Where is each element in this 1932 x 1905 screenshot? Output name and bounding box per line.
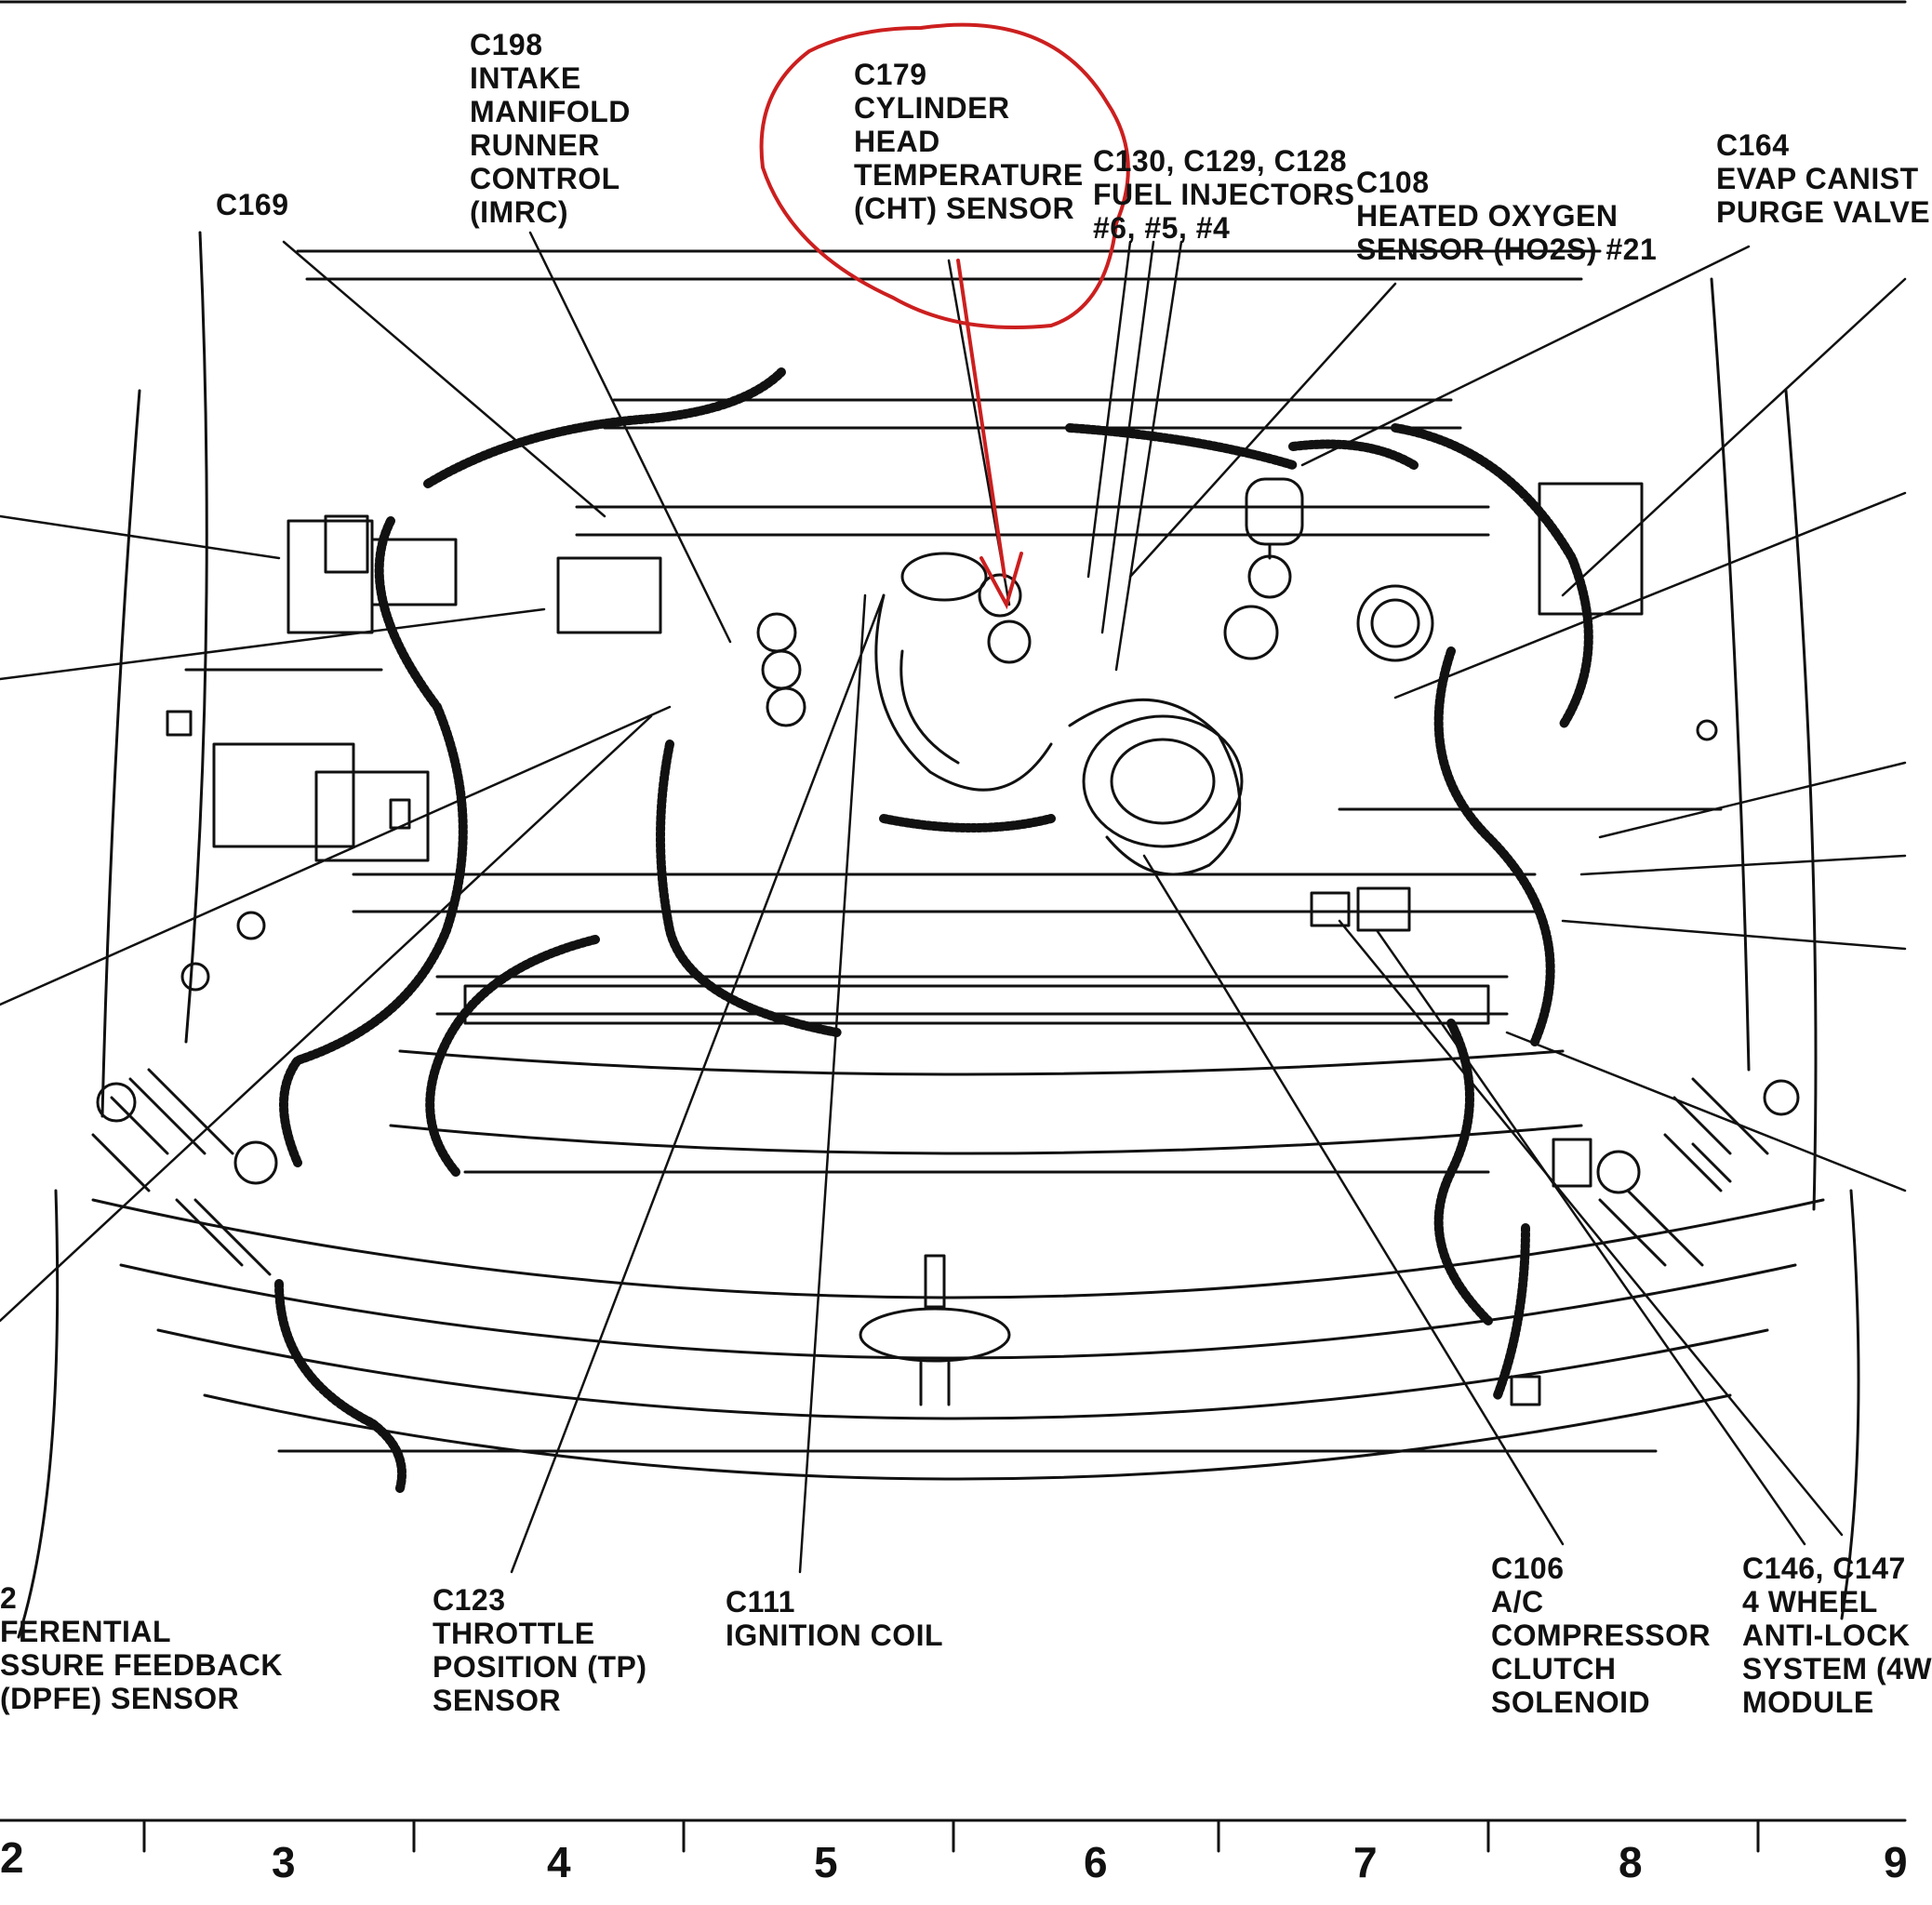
leader-c169 [282,240,606,518]
headlamp-hatch-right [1596,1077,1800,1267]
leader-right-1 [1561,277,1907,597]
label-c146-line: MODULE [1742,1685,1874,1719]
label-c169: C169 [216,188,289,221]
leader-right-5 [1561,919,1907,951]
highlight-circle [759,22,1130,329]
label-c108-line: HEATED OXYGEN [1356,199,1619,233]
label-dpfe-line: 2 [0,1581,18,1615]
leader-c198 [528,231,732,644]
grid-number: 4 [547,1838,571,1886]
label-c146-line: SYSTEM (4W [1742,1652,1932,1685]
label-c130-line: #6, #5, #4 [1093,211,1231,245]
intake-assembly [756,477,1434,876]
leader-c123 [510,593,886,1574]
body-outline [17,231,1860,1639]
leader-left-3 [0,705,672,1006]
left-components [166,514,662,992]
label-c123-line: C123 [433,1583,506,1617]
label-c108-line: C108 [1356,166,1430,199]
label-c179-line: (CHT) SENSOR [854,192,1075,225]
grid-number: 9 [1884,1838,1908,1886]
label-c123-line: POSITION (TP) [433,1650,647,1684]
hood-latch [859,1307,1011,1363]
label-c123: C123 THROTTLE POSITION (TP) SENSOR [433,1583,647,1717]
label-c106-line: COMPRESSOR [1491,1619,1712,1652]
leader-c130-a [1086,240,1132,579]
highlight-arrow-shaft [956,259,1006,579]
label-c198-line: MANIFOLD [470,95,631,128]
headlamp-hatch-left [91,1068,278,1276]
leader-right-3 [1598,761,1907,839]
label-c106-line: C106 [1491,1552,1565,1585]
cht-highlight [759,22,1130,610]
label-c198: C198 INTAKE MANIFOLD RUNNER CONTROL (IMR… [470,28,631,229]
leader-right-2 [1393,491,1907,699]
label-c198-line: C198 [470,28,543,61]
label-c106-line: CLUTCH [1491,1652,1617,1685]
label-c179-line: HEAD [854,125,940,158]
label-c130: C130, C129, C128 FUEL INJECTORS #6, #5, … [1093,144,1354,245]
grid-number: 5 [814,1838,838,1886]
label-c106-line: SOLENOID [1491,1685,1651,1719]
label-c198-line: CONTROL [470,162,620,195]
label-c164-line: C164 [1716,128,1790,162]
leader-c106 [1142,854,1565,1546]
label-c130-line: C130, C129, C128 [1093,144,1348,178]
label-c106: C106 A/C COMPRESSOR CLUTCH SOLENOID [1491,1552,1711,1719]
label-c198-line: INTAKE [470,61,581,95]
leader-right-6 [1505,1031,1907,1192]
grid-number: 7 [1353,1838,1378,1886]
label-c111: C111 IGNITION COIL [726,1585,943,1652]
label-c146: C146, C147 4 WHEEL ANTI-LOCK SYSTEM (4W … [1742,1552,1932,1719]
label-dpfe-line: SSURE FEEDBACK [0,1648,283,1682]
label-c108-line: SENSOR (HO2S) #21 [1356,233,1658,266]
radiator-support [352,873,1583,1174]
label-c123-line: THROTTLE [433,1617,595,1650]
label-c111-line: IGNITION COIL [726,1619,944,1652]
grid-number: 3 [272,1838,296,1886]
ruler-ticks [142,1818,1760,1853]
label-c198-line: RUNNER [470,128,600,162]
leader-c130-b [1100,240,1155,634]
label-c130-line: FUEL INJECTORS [1093,178,1355,211]
label-c146-line: C146, C147 [1742,1552,1906,1585]
label-c198-line: (IMRC) [470,195,569,229]
label-dpfe-line: FERENTIAL [0,1615,172,1648]
leader-lines [0,231,1907,1574]
label-c164-line: EVAP CANIST [1716,162,1919,195]
leader-c130-c [1114,240,1183,672]
leader-c108 [1128,282,1397,579]
label-c179: C179 CYLINDER HEAD TEMPERATURE (CHT) SEN… [854,58,1084,225]
leader-c164 [1300,245,1751,467]
leader-c146-b [1338,919,1844,1537]
wiring-harness [274,367,1593,1493]
label-c123-line: SENSOR [433,1684,562,1717]
leader-left-1 [0,514,281,560]
label-c146-line: 4 WHEEL [1742,1585,1878,1619]
label-c111-line: C111 [726,1585,795,1619]
label-dpfe-line: (DPFE) SENSOR [0,1682,240,1715]
label-c179-line: CYLINDER [854,91,1010,125]
leader-c146-a [1375,928,1806,1546]
label-c179-line: C179 [854,58,927,91]
leader-right-4 [1579,854,1907,876]
label-c169-line: C169 [216,188,289,221]
grid-number: 6 [1084,1838,1108,1886]
label-c164-line: PURGE VALVE [1716,195,1931,229]
label-c179-line: TEMPERATURE [854,158,1084,192]
label-c108: C108 HEATED OXYGEN SENSOR (HO2S) #21 [1356,166,1657,266]
leader-dpfe [0,714,653,1323]
highlight-arrow-head [979,552,1023,610]
leader-c111 [798,593,867,1574]
label-c146-line: ANTI-LOCK [1742,1619,1911,1652]
label-c164: C164 EVAP CANIST PURGE VALVE [1716,128,1930,229]
grid-number: 8 [1619,1838,1643,1886]
label-c106-line: A/C [1491,1585,1544,1619]
leader-left-2 [0,607,546,681]
cowl [296,249,1602,537]
grid-number: 2 [0,1833,24,1882]
label-dpfe: 2 FERENTIAL SSURE FEEDBACK (DPFE) SENSOR [0,1581,283,1715]
